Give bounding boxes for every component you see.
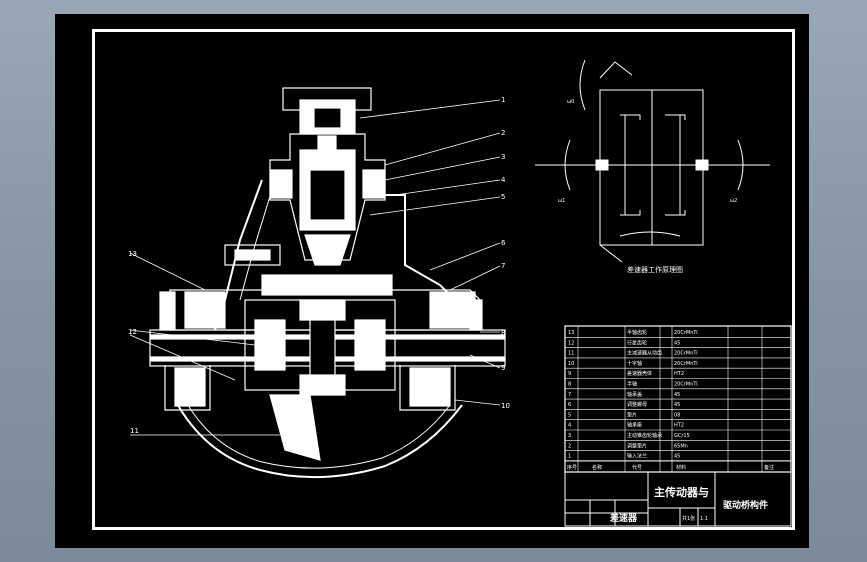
balloon-2: 2 bbox=[501, 129, 505, 137]
balloon-9: 9 bbox=[501, 364, 505, 372]
assembly-name: 驱动桥构件 bbox=[723, 499, 768, 511]
title-block-border bbox=[564, 471, 792, 527]
bom-row-material: 20CrMnTi bbox=[674, 361, 698, 367]
balloon-1: 1 bbox=[501, 96, 505, 104]
casing-bolt bbox=[224, 244, 281, 266]
housing-bowl bbox=[174, 399, 463, 479]
drawing-title: 主传动器与 bbox=[654, 485, 709, 499]
omega-input-label: ω0 bbox=[567, 99, 574, 105]
bom-row-name: 调整垫片 bbox=[627, 442, 647, 449]
bom-row-name: 轴承座 bbox=[627, 422, 642, 429]
bom-row-no: 2 bbox=[568, 443, 571, 449]
side-gear-left bbox=[254, 319, 286, 371]
balloon-5: 5 bbox=[501, 193, 505, 201]
bom-row-name: 半轴齿轮 bbox=[627, 329, 647, 336]
bom-row-name: 差速器壳体 bbox=[627, 370, 652, 377]
bom-row-no: 4 bbox=[568, 423, 571, 429]
balloon-6: 6 bbox=[501, 239, 506, 247]
bom-row-no: 1 bbox=[568, 454, 571, 460]
leader-lines bbox=[129, 99, 501, 436]
bom-row-material: 20CrMnTi bbox=[674, 351, 698, 357]
balloon-12: 12 bbox=[128, 328, 137, 336]
housing-left-lower bbox=[164, 365, 211, 411]
balloon-10: 10 bbox=[501, 402, 510, 410]
balloon-7: 7 bbox=[501, 262, 505, 270]
bom-row-name: 轴承盖 bbox=[627, 391, 642, 398]
planet-gear bbox=[299, 299, 346, 321]
input-rotation-arrow bbox=[579, 59, 586, 111]
bom-row-no: 9 bbox=[568, 371, 571, 377]
omega-left-label: ω1 bbox=[558, 198, 565, 204]
pinion-housing bbox=[269, 133, 386, 261]
bom-row-name: 主动锥齿轮轴承 bbox=[627, 432, 662, 439]
title-block bbox=[564, 471, 792, 527]
bom-row-no: 7 bbox=[568, 392, 571, 398]
drawing-subtitle: 差速器 bbox=[610, 512, 638, 524]
bom-row-material: 45 bbox=[674, 454, 680, 460]
bom-header: 序号 名称 代号 材料 备注 bbox=[565, 460, 791, 471]
bom-row-no: 3 bbox=[568, 433, 571, 439]
balloon-8: 8 bbox=[501, 329, 505, 337]
bom-row-material: 45 bbox=[674, 402, 680, 408]
inset-caption: 差速器工作原理图 bbox=[627, 265, 683, 274]
drawing-frame bbox=[92, 29, 795, 530]
bom-row-no: 8 bbox=[568, 382, 571, 388]
bom-row-name: 输入法兰 bbox=[627, 453, 647, 460]
bom-row-material: 65Mn bbox=[674, 443, 688, 449]
balloon-4: 4 bbox=[501, 176, 506, 184]
side-gear-right bbox=[354, 319, 386, 371]
inset-labels: ω0 ω1 ω2 差速器工作原理图 bbox=[558, 99, 737, 274]
bom-row-name: 行星齿轮 bbox=[627, 339, 647, 346]
bom-header-cell: 名称 bbox=[592, 464, 602, 471]
bom-row-name: 调整螺母 bbox=[627, 401, 647, 408]
balloon-13: 13 bbox=[128, 250, 137, 258]
bom-header-cell: 代号 bbox=[632, 464, 642, 471]
bom-row-material: 45 bbox=[674, 392, 680, 398]
drawing-scale: 1:1 bbox=[700, 516, 708, 522]
bom-row-material: 20CrMnTi bbox=[674, 330, 698, 336]
bom-header-cell: 序号 bbox=[567, 464, 577, 471]
omega-right-label: ω2 bbox=[730, 198, 737, 204]
title-block-text: 主传动器与 差速器 驱动桥构件 1:1 共1张 bbox=[610, 485, 768, 524]
balloon-3: 3 bbox=[501, 153, 505, 161]
bom-row-no: 13 bbox=[568, 330, 574, 336]
bom-row-material: 20CrMnTi bbox=[674, 382, 698, 388]
bom-header-cell: 材料 bbox=[676, 464, 686, 471]
differential-principle-inset bbox=[535, 59, 770, 263]
bom-row-no: 10 bbox=[568, 361, 574, 367]
bom-row-material: GCr15 bbox=[674, 433, 690, 439]
bom-row-name: 半轴 bbox=[627, 381, 637, 388]
bom-row-name: 主减速器从动齿 bbox=[627, 350, 662, 357]
drive-pinion bbox=[304, 234, 351, 266]
balloon-11: 11 bbox=[130, 427, 139, 435]
assembly-section-view bbox=[149, 87, 506, 479]
sheet-count: 共1张 bbox=[682, 515, 695, 522]
bom-row-no: 11 bbox=[568, 351, 574, 357]
bom-row-no: 6 bbox=[568, 402, 571, 408]
bom-header-cell: 备注 bbox=[764, 464, 774, 471]
bom-row-material: 45 bbox=[674, 340, 680, 346]
bom-row-name: 十字轴 bbox=[627, 360, 642, 367]
bom-row-no: 12 bbox=[568, 340, 574, 346]
bom-row-name: 垫片 bbox=[627, 411, 637, 418]
bom-row-no: 5 bbox=[568, 412, 571, 418]
bom-row-material: HT2 bbox=[674, 423, 684, 429]
bom-row-material: HT2 bbox=[674, 371, 684, 377]
balloon-labels: 1 2 3 4 5 6 7 8 9 10 11 12 13 bbox=[128, 96, 510, 435]
bom-row-material: 08 bbox=[674, 412, 680, 418]
ring-gear bbox=[269, 394, 321, 461]
